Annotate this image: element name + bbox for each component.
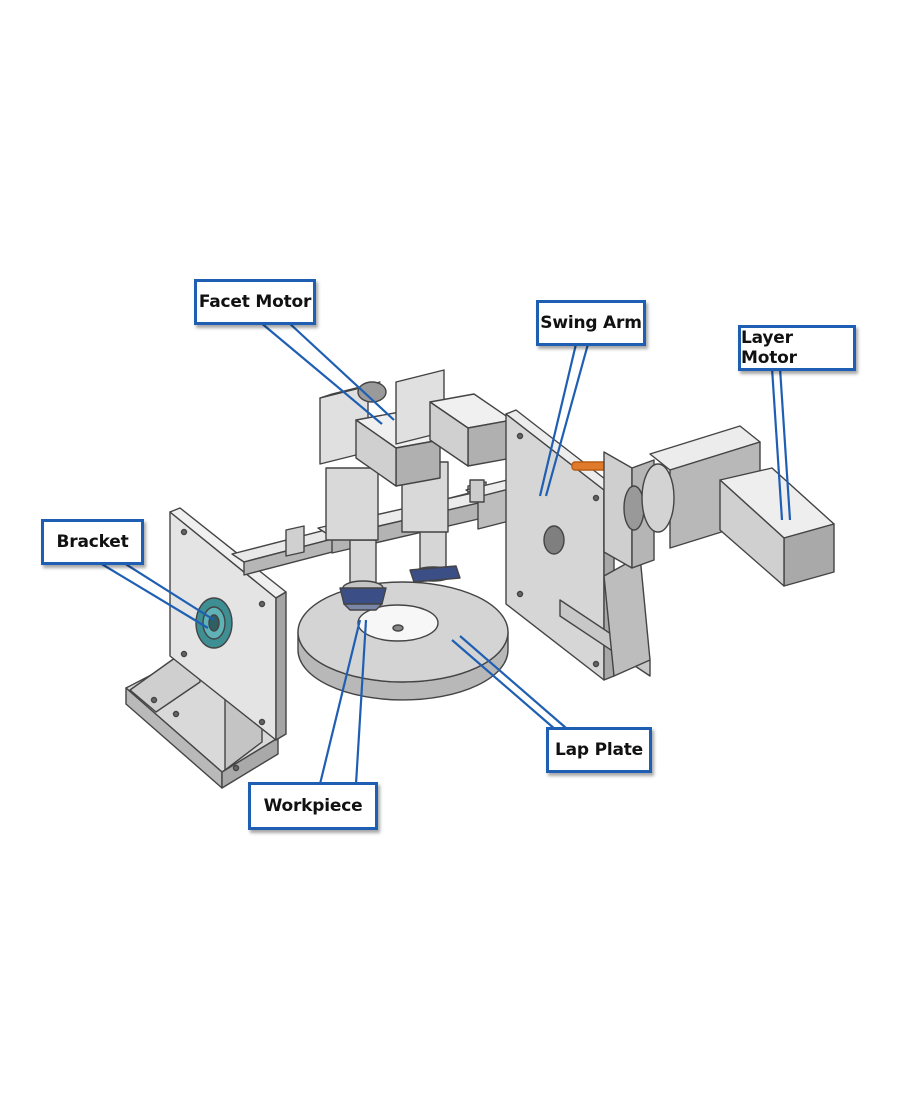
facet-motor-assembly <box>319 369 513 541</box>
lap-plate-leader <box>451 635 567 731</box>
swing-arm-leader <box>538 343 590 497</box>
bracket-leader <box>99 562 215 629</box>
swing-arm-label: Swing Arm <box>536 300 646 346</box>
left-bracket <box>125 507 287 789</box>
workpiece-leader <box>318 619 368 785</box>
facet-motor-leader <box>259 321 395 425</box>
workpiece-holders <box>339 529 461 611</box>
leader-lines <box>99 321 792 785</box>
bracket-label: Bracket <box>41 519 144 565</box>
layer-motor-label: Layer Motor <box>738 325 856 371</box>
lap-plate <box>297 581 509 701</box>
facet-motor-label: Facet Motor <box>194 279 316 325</box>
workpiece-label: Workpiece <box>248 782 378 830</box>
layer-motor <box>641 425 835 587</box>
layer-motor-leader <box>770 367 792 521</box>
lap-plate-label: Lap Plate <box>546 727 652 773</box>
